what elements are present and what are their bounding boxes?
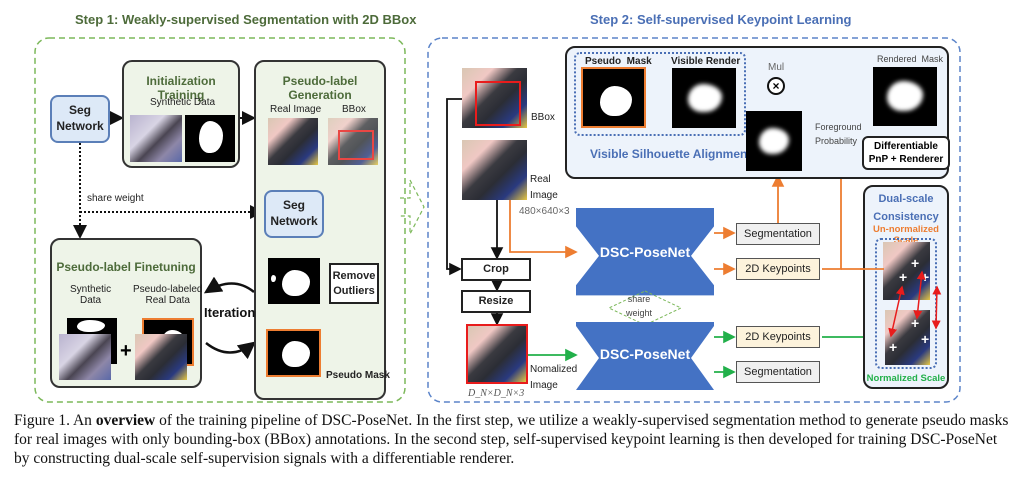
pseudo-label-generation-title: Pseudo-label Generation — [282, 74, 358, 102]
posenet-shapes — [576, 208, 714, 390]
synthetic-data-label-2: Synthetic Data — [70, 284, 112, 306]
iteration-label: Iteration — [204, 305, 256, 320]
segmentation-top: Segmentation — [736, 223, 820, 245]
init-training-title: Initialization Training — [146, 74, 216, 102]
rendered-mask-label: Rendered Mask — [877, 54, 944, 64]
keypoint-marker: + — [899, 269, 908, 285]
segmentation-bottom: Segmentation — [736, 361, 820, 383]
normalized-dims: D_N×D_N×3 — [468, 388, 525, 399]
keypoints-top: 2D Keypoints — [736, 258, 820, 280]
synthetic-data-label: Synthetic Data — [150, 97, 216, 108]
seg-network-left: Seg Network — [50, 95, 110, 143]
visible-render-label: Visible Render — [671, 56, 741, 67]
pseudo-mask-label-2: Pseudo Mask — [585, 56, 652, 67]
differentiable-renderer-box: Differentiable PnP + Renderer — [862, 136, 950, 170]
step2-bbox-image — [462, 68, 527, 128]
keypoint-marker: + — [889, 339, 898, 355]
keypoint-marker: + — [921, 331, 930, 347]
posenet-bottom-label: DSC-PoseNet — [599, 346, 691, 362]
bbox-image-thumb — [328, 118, 378, 165]
step2-bbox-rect — [475, 81, 521, 126]
foreground-probability-image — [746, 111, 802, 171]
pseudo-mask-label: Pseudo Mask — [326, 370, 390, 381]
caption-bold: overview — [95, 412, 156, 429]
real-image-thumb — [268, 118, 318, 165]
keypoint-marker: + — [911, 315, 920, 331]
keypoint-marker: + — [921, 269, 930, 285]
posenet-shared-diamond — [607, 290, 683, 326]
mul-icon: × — [767, 77, 785, 95]
keypoint-marker: + — [911, 255, 920, 271]
share-weight-posenet-label: share weight — [626, 294, 653, 318]
caption-prefix: Figure 1. An — [14, 412, 96, 429]
step2-bbox-label: BBox — [531, 112, 555, 123]
step2-border — [427, 37, 961, 403]
posenet-top-shape — [576, 208, 714, 296]
pseudo-mask-image — [266, 329, 321, 377]
unnormalized-scale-label: Un-normalized Scale — [873, 224, 939, 246]
pseudo-label-finetuning-panel: Pseudo-label Finetuning Synthetic Data P… — [50, 238, 203, 388]
step2-real-image-label: Real Image — [530, 174, 558, 201]
normalized-image-label: Nomalized Image — [530, 364, 578, 391]
crop-box: Crop — [461, 258, 531, 281]
mul-label: Mul — [768, 62, 785, 73]
bbox-label: BBox — [342, 104, 366, 115]
synthetic-mask — [185, 115, 235, 162]
step2-title: Step 2: Self-supervised Keypoint Learnin… — [590, 12, 852, 27]
normalized-keypoints-image: + + + — [885, 310, 930, 365]
pseudo-label-generation-panel: Pseudo-label Generation Real Image BBox … — [254, 60, 390, 400]
silhouette-pseudo-mask — [581, 67, 646, 128]
silhouette-title: Visible Silhouette Alignment — [590, 147, 752, 161]
real-image-dims: 480×640×3 — [519, 206, 570, 217]
silhouette-inner-dotted — [574, 52, 746, 136]
dual-scale-title: Dual-scale Consistency — [873, 193, 939, 223]
resize-box: Resize — [461, 290, 531, 313]
visible-render-image — [672, 68, 736, 128]
pseudo-label-finetuning-title: Pseudo-label Finetuning — [56, 260, 196, 274]
keypoints-bottom: 2D Keypoints — [736, 326, 820, 348]
bbox-rect — [338, 130, 374, 160]
rendered-mask-image — [873, 67, 937, 126]
normalized-image — [466, 324, 528, 384]
plus-sign: + — [120, 340, 132, 362]
posenet-top-label: DSC-PoseNet — [599, 244, 691, 260]
figure-caption: Figure 1. An overview of the training pi… — [14, 411, 1014, 468]
init-training-panel: Initialization Training Synthetic Data — [122, 60, 240, 168]
unnormalized-keypoints-image: + + + — [883, 242, 930, 300]
finetune-real-image — [135, 334, 187, 380]
share-weight-label: share weight — [87, 193, 144, 204]
step-transition-arrow — [400, 179, 425, 235]
posenet-bottom-shape — [576, 322, 714, 390]
pseudo-labeled-real-data-label: Pseudo-labeled Real Data — [133, 284, 203, 306]
normalized-scale-label: Normalized Scale — [866, 373, 946, 384]
real-image-label: Real Image — [270, 104, 322, 115]
step1-border — [34, 37, 406, 403]
remove-outliers-box: Remove Outliers — [329, 263, 379, 304]
caption-rest: of the training pipeline of DSC-PoseNet.… — [14, 412, 1009, 467]
foreground-probability-label: Foreground Probability — [815, 122, 862, 146]
step1-title: Step 1: Weakly-supervised Segmentation w… — [75, 12, 417, 27]
finetune-synthetic-image — [59, 334, 111, 380]
seg-network-middle: Seg Network — [264, 190, 324, 238]
raw-mask — [268, 258, 320, 304]
synthetic-image — [130, 115, 182, 162]
step2-real-image — [462, 140, 527, 200]
